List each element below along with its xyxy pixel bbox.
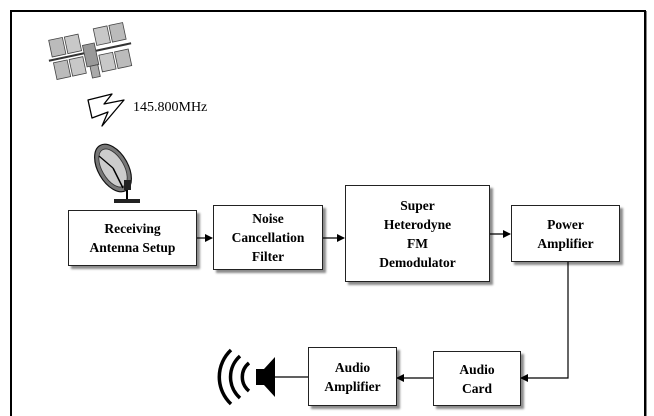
power-amplifier-label: Power Amplifier [537,215,593,253]
satellite-icon [44,22,136,86]
dish-antenna-icon [87,138,140,203]
fm-demodulator-label: Super Heterodyne FM Demodulator [379,196,456,272]
noise-filter-label: Noise Cancellation Filter [232,209,305,266]
fm-demodulator-block: Super Heterodyne FM Demodulator [345,185,490,282]
frequency-label: 145.800MHz [133,100,207,116]
receiving-antenna-label: Receiving Antenna Setup [90,219,176,257]
audio-amplifier-label: Audio Amplifier [324,358,380,396]
receiving-antenna-block: Receiving Antenna Setup [68,210,197,266]
audio-card-block: Audio Card [433,351,521,406]
power-amplifier-block: Power Amplifier [511,205,620,262]
audio-amplifier-block: Audio Amplifier [308,347,397,406]
speaker-icon [219,350,275,404]
noise-filter-block: Noise Cancellation Filter [213,205,323,270]
lightning-icon [88,94,124,126]
audio-card-label: Audio Card [459,360,494,398]
